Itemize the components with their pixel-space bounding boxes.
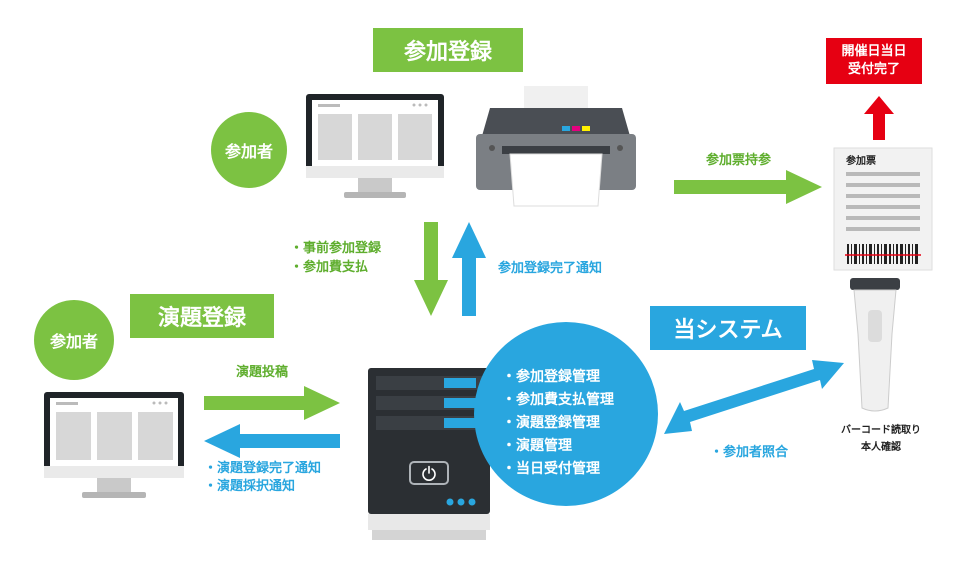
tou-system-header: 当システム bbox=[650, 306, 806, 350]
reg-done-label: 参加登録完了通知 bbox=[498, 261, 603, 276]
abstract-adopt-label: ・演題採択通知 bbox=[204, 479, 296, 494]
sanka-touroku-header: 参加登録 bbox=[373, 28, 523, 72]
endai-touroku-header: 演題登録 bbox=[130, 294, 274, 338]
feature-item: ・演題管理 bbox=[502, 438, 572, 454]
pre-reg-label: ・事前参加登録 bbox=[290, 241, 382, 256]
system-features-list: ・参加登録管理 ・参加費支払管理 ・演題登録管理 ・演題管理 ・当日受付管理 bbox=[502, 366, 614, 481]
abstract-submit-label: 演題投稿 bbox=[236, 365, 289, 380]
barcode-read-line-1: バーコード読取り bbox=[841, 425, 921, 436]
barcode-icon bbox=[845, 244, 921, 264]
system-features-circle bbox=[474, 322, 658, 506]
ticket-title: 参加票 bbox=[846, 156, 876, 167]
arrow-up-red bbox=[864, 96, 894, 140]
arrow-down-green bbox=[414, 222, 448, 316]
participant-match-label: ・参加者照合 bbox=[710, 445, 789, 460]
arrow-up-blue bbox=[452, 222, 486, 316]
barcode-read-label: バーコード読取り 本人確認 bbox=[836, 422, 926, 456]
feature-item: ・当日受付管理 bbox=[502, 461, 600, 477]
kaisai-box: 開催日当日 受付完了 bbox=[826, 38, 922, 84]
participant-top-circle: 参加者 bbox=[211, 112, 287, 188]
arrow-right-green bbox=[204, 386, 340, 420]
feature-item: ・参加登録管理 bbox=[502, 369, 600, 385]
arrow-left-blue bbox=[204, 424, 340, 458]
feature-item: ・演題登録管理 bbox=[502, 415, 600, 431]
fee-pay-label: ・参加費支払 bbox=[290, 260, 369, 275]
ticket-bring-label: 参加票持参 bbox=[706, 153, 772, 168]
kaisai-line-1: 開催日当日 bbox=[841, 44, 907, 59]
monitor-icon bbox=[306, 94, 444, 198]
barcode-read-line-2: 本人確認 bbox=[861, 442, 901, 453]
server-icon bbox=[368, 368, 490, 540]
feature-item: ・参加費支払管理 bbox=[502, 392, 614, 408]
power-icon bbox=[422, 465, 436, 481]
barcode-scanner-icon bbox=[850, 278, 900, 412]
participant-left-circle: 参加者 bbox=[34, 300, 114, 380]
double-arrow-blue bbox=[664, 360, 844, 434]
printer-icon bbox=[476, 86, 636, 207]
arrow-right-green bbox=[674, 170, 822, 204]
monitor-icon bbox=[44, 392, 184, 498]
kaisai-line-2: 受付完了 bbox=[847, 62, 900, 77]
abstract-done-label: ・演題登録完了通知 bbox=[204, 461, 322, 476]
